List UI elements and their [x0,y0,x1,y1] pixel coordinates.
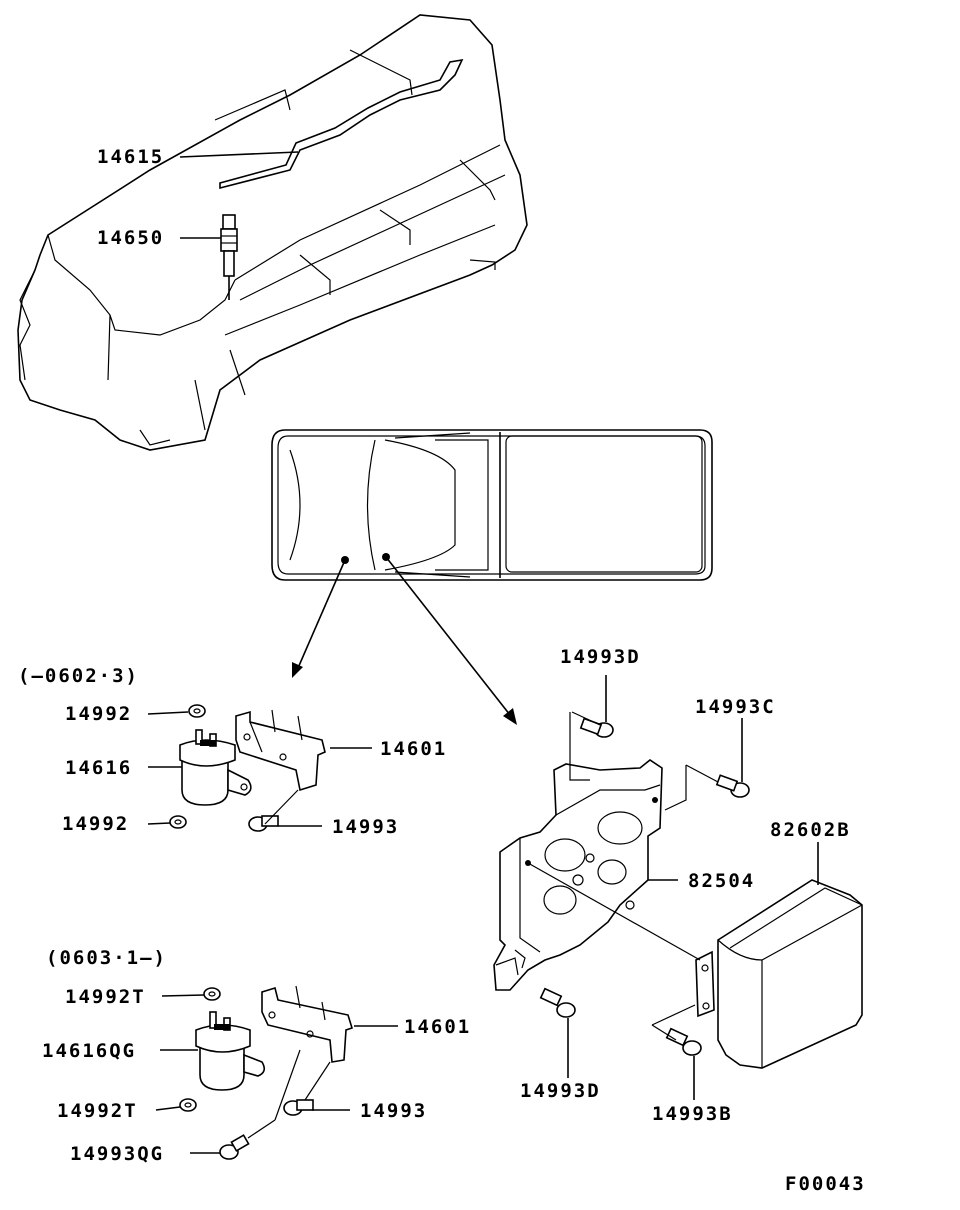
label-82602B: 82602B [770,819,851,841]
label-14993D-top: 14993D [560,646,641,668]
label-14615: 14615 [97,146,164,168]
bolt-14993C [715,774,750,798]
leader-14992T-a [161,994,205,997]
label-82504: 82504 [688,870,755,892]
location-arrow-right [385,556,517,725]
leader-14615 [179,151,299,158]
leader-14992-a [147,711,189,715]
controller-bracket-assembly [493,711,863,1069]
label-14993-b: 14993 [360,1100,427,1122]
label-14993D-bottom: 14993D [520,1080,601,1102]
bolt-14993D-bottom [539,987,576,1018]
label-14993QG: 14993QG [70,1143,164,1165]
label-14992-b: 14992 [62,813,129,835]
leader-14992T-b [155,1106,181,1111]
label-14992T-a: 14992T [65,986,146,1008]
label-14992T-b: 14992T [57,1100,138,1122]
relay-assembly-late [179,985,353,1160]
location-arrow-left [292,559,346,678]
label-14993-a: 14993 [332,816,399,838]
label-14993B: 14993B [652,1103,733,1125]
figure-code: F00043 [785,1173,866,1195]
bolt-14993B [665,1027,702,1056]
label-14616QG: 14616QG [42,1040,136,1062]
glow-plug [220,214,238,300]
truck-top-view [271,429,713,581]
label-14616: 14616 [65,757,132,779]
leader-14992-b [147,822,171,825]
label-14601-b: 14601 [404,1016,471,1038]
label-14993C: 14993C [695,696,776,718]
bolt-14993D-top [579,717,614,738]
label-14650: 14650 [97,227,164,249]
variant-label-late: (0603·1–) [46,947,167,969]
label-14601-a: 14601 [380,738,447,760]
engine-illustration [17,14,528,451]
variant-label-early: (–0602·3) [18,665,139,687]
label-14992-a: 14992 [65,703,132,725]
relay-assembly-early [169,704,326,832]
